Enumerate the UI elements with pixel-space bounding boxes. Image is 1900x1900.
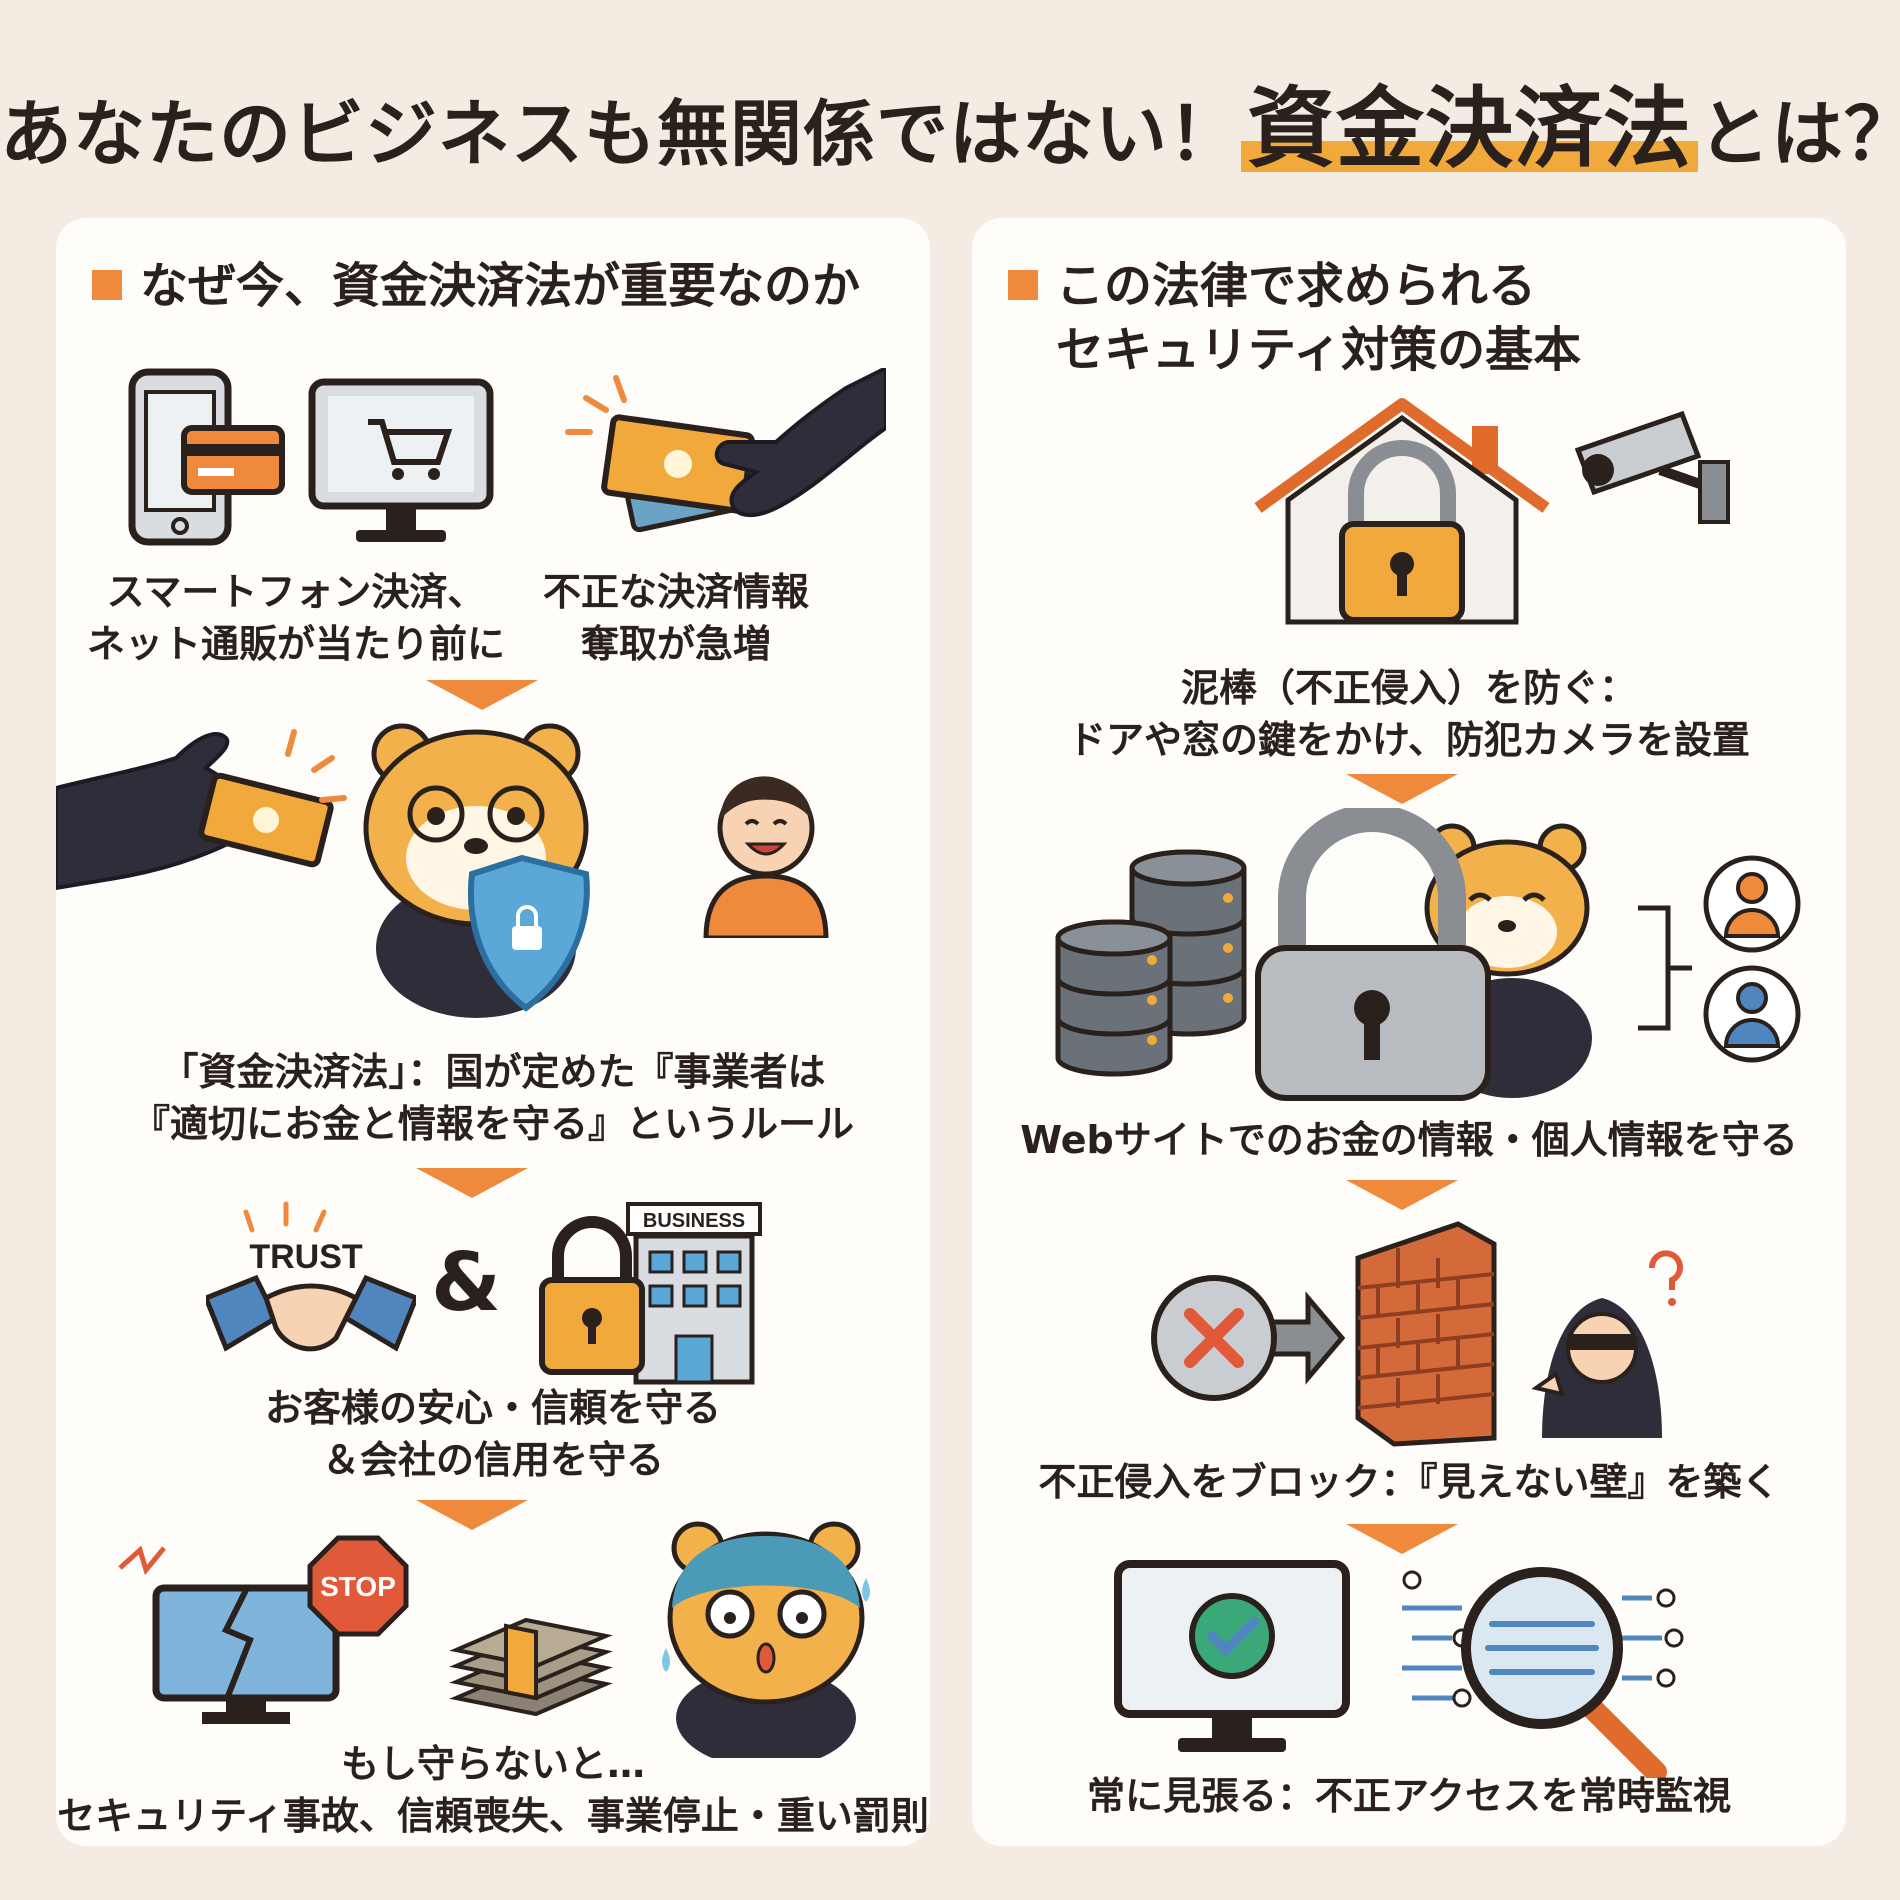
right-arrow-3 [1346, 1524, 1458, 1554]
stop-sign-icon: STOP [307, 1535, 409, 1637]
stolen-money-icon [565, 368, 886, 533]
security-camera-icon [1574, 410, 1730, 524]
block-x-icon [1151, 1275, 1346, 1401]
right-panel-heading: この法律で求められる セキュリティ対策の基本 [1008, 254, 1816, 382]
left-arrow-1 [426, 680, 538, 710]
hacker-icon [1532, 1250, 1683, 1438]
left-step-5-caption: もし守らないと… セキュリティ事故、信頼喪失、事業停止・重い罰則 [57, 1742, 929, 1838]
handshake-icon: TRUST [206, 1201, 416, 1352]
left-panel: なぜ今、資金決済法が重要なのか スマートフォン決済、 ネット通販が当たり前に 不… [56, 218, 930, 1846]
trust-label: TRUST [249, 1238, 363, 1276]
right-step-3-caption: 不正侵入をブロック：『見えない壁』を築く [1038, 1460, 1780, 1504]
business-label: BUSINESS [643, 1210, 745, 1232]
title-suffix: とは？ [1698, 92, 1900, 176]
left-step-1-caption: スマートフォン決済、 ネット通販が当たり前に [86, 570, 505, 666]
right-step-2-caption: Webサイトでのお金の情報・個人情報を守る [1020, 1118, 1798, 1162]
monitor-cart-icon [308, 378, 494, 542]
right-step-4-caption: 常に見張る：不正アクセスを常時監視 [1086, 1774, 1732, 1818]
thief-hand-money-icon [56, 729, 347, 891]
broken-monitor-icon: STOP [118, 1535, 409, 1724]
title-prefix: あなたのビジネスも無関係ではない！ [0, 92, 1242, 176]
right-arrow-2 [1346, 1180, 1458, 1210]
right-arrow-1 [1346, 774, 1458, 804]
magnifier-scan-icon [1402, 1567, 1684, 1778]
svg-text:STOP: STOP [320, 1571, 396, 1602]
monitor-check-icon [1114, 1560, 1350, 1752]
house-lock-icon [1254, 398, 1550, 625]
heading-marker-icon [1008, 270, 1038, 300]
left-step-4-caption: お客様の安心・信頼を守る ＆会社の信用を守る [264, 1386, 721, 1482]
user-icon [1703, 855, 1801, 953]
right-panel: この法律で求められる セキュリティ対策の基本 泥棒（不正侵入）を防ぐ： ドアや窓… [972, 218, 1846, 1846]
heading-marker-icon [92, 270, 122, 300]
user-icons-group [1638, 855, 1801, 1063]
left-step-3-caption: 「資金決済法」：国が定めた『事業者は 『適切にお金と情報を守る』というルール [131, 1050, 854, 1146]
firewall-icon [1355, 1221, 1497, 1447]
mascot-shield-icon [363, 723, 590, 1018]
customer-face-icon [703, 776, 829, 938]
worried-mascot-icon [662, 1521, 870, 1758]
mascot-padlock-icon [1255, 808, 1592, 1101]
user-icon [1703, 965, 1801, 1063]
business-lock-icon: BUSINESS [539, 1202, 762, 1385]
money-stack-icon [449, 1617, 613, 1717]
left-arrow-3 [416, 1500, 528, 1530]
right-step-1-caption: 泥棒（不正侵入）を防ぐ： ドアや窓の鍵をかけ、防犯カメラを設置 [1067, 666, 1751, 762]
smartphone-card-icon [128, 368, 285, 546]
database-icon [1055, 849, 1247, 1077]
title-highlight: 資金決済法 [1241, 77, 1699, 180]
thief-hand-icon [714, 368, 886, 517]
left-arrow-2 [416, 1168, 528, 1198]
ampersand-label: & [431, 1236, 501, 1329]
page-title: あなたのビジネスも無関係ではない！資金決済法とは？ [0, 58, 1900, 180]
left-panel-heading: なぜ今、資金決済法が重要なのか [92, 254, 900, 318]
left-step-2-caption: 不正な決済情報 奪取が急増 [542, 570, 809, 666]
